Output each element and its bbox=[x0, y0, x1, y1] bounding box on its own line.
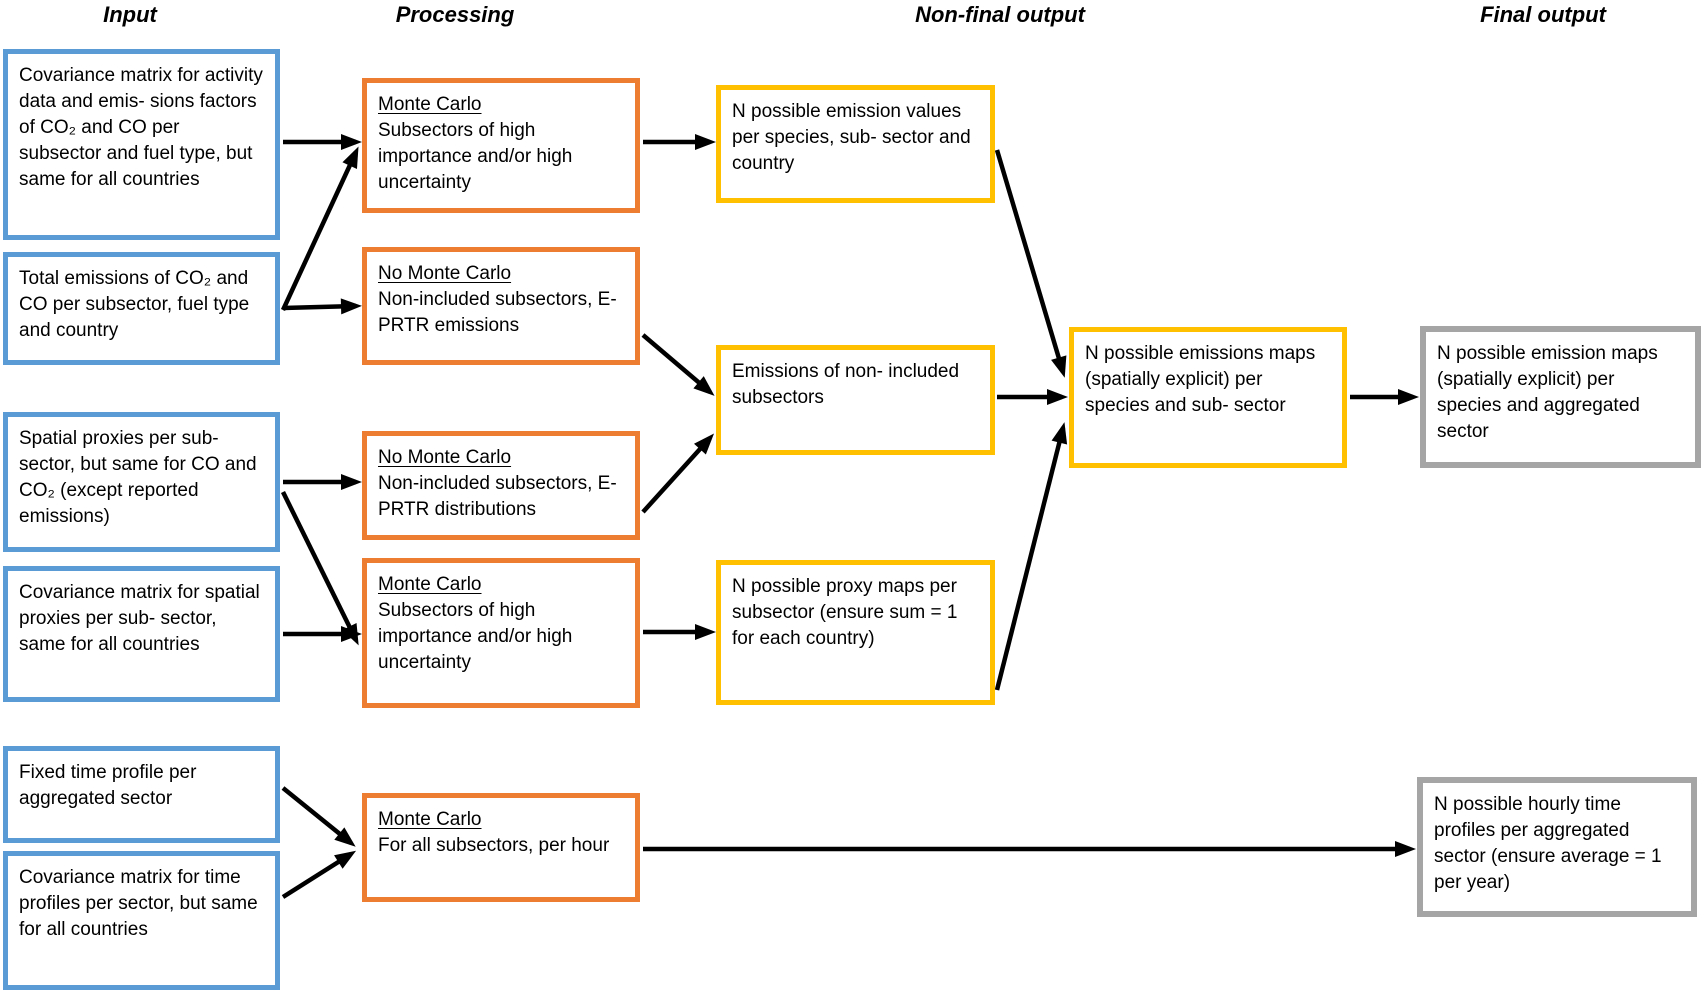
box-text: Covariance matrix for time profiles per … bbox=[19, 867, 258, 940]
box-text: Covariance matrix for activity data and … bbox=[19, 65, 263, 190]
arrow-o3-to-y2 bbox=[641, 433, 715, 514]
arrow-b6-to-o5 bbox=[281, 850, 357, 899]
processing-box-no-monte-carlo-distributions: No Monte Carlo Non-included subsectors, … bbox=[362, 431, 640, 540]
column-header-input: Input bbox=[103, 2, 157, 27]
box-text: N possible hourly time profiles per aggr… bbox=[1434, 794, 1662, 893]
arrow-b3-to-o4 bbox=[280, 491, 359, 646]
column-header-nonfinal-output: Non-final output bbox=[915, 2, 1085, 27]
box-text: N possible emission maps (spatially expl… bbox=[1437, 343, 1658, 442]
input-box-spatial-proxies: Spatial proxies per sub- sector, but sam… bbox=[3, 412, 280, 552]
arrow-y1-to-y4 bbox=[994, 149, 1067, 378]
box-title: No Monte Carlo bbox=[378, 447, 512, 468]
processing-box-monte-carlo-proxies: Monte Carlo Subsectors of high importanc… bbox=[362, 558, 640, 708]
box-text: Non-included subsectors, E-PRTR emission… bbox=[378, 289, 617, 336]
box-text: For all subsectors, per hour bbox=[378, 835, 610, 856]
processing-box-no-monte-carlo-emissions: No Monte Carlo Non-included subsectors, … bbox=[362, 247, 640, 365]
arrow-y3-to-y4 bbox=[994, 422, 1068, 691]
processing-box-monte-carlo-emissions: Monte Carlo Subsectors of high importanc… bbox=[362, 78, 640, 213]
input-box-covariance-spatial-proxies: Covariance matrix for spatial proxies pe… bbox=[3, 566, 280, 702]
box-text: Subsectors of high importance and/or hig… bbox=[378, 600, 573, 673]
input-box-covariance-time-profiles: Covariance matrix for time profiles per … bbox=[3, 851, 280, 990]
box-text: Spatial proxies per sub- sector, but sam… bbox=[19, 428, 257, 527]
input-box-total-emissions: Total emissions of CO₂ and CO per subsec… bbox=[3, 252, 280, 365]
box-text: Covariance matrix for spatial proxies pe… bbox=[19, 582, 260, 655]
final-box-emission-maps-aggregated: N possible emission maps (spatially expl… bbox=[1420, 326, 1701, 468]
nonfinal-box-emissions-maps: N possible emissions maps (spatially exp… bbox=[1069, 327, 1347, 468]
arrow-b2-to-o2 bbox=[282, 298, 362, 315]
box-title: Monte Carlo bbox=[378, 574, 482, 595]
arrow-b5-to-o5 bbox=[281, 786, 356, 847]
nonfinal-box-emission-values: N possible emission values per species, … bbox=[716, 85, 995, 203]
box-text: Non-included subsectors, E-PRTR distribu… bbox=[378, 473, 617, 520]
final-box-hourly-time-profiles: N possible hourly time profiles per aggr… bbox=[1417, 777, 1697, 917]
box-title: Monte Carlo bbox=[378, 94, 482, 115]
box-text: N possible proxy maps per subsector (ens… bbox=[732, 576, 958, 649]
column-header-processing: Processing bbox=[395, 2, 515, 27]
nonfinal-box-proxy-maps: N possible proxy maps per subsector (ens… bbox=[716, 560, 995, 705]
arrow-o2-to-y2 bbox=[641, 333, 715, 396]
box-text: N possible emissions maps (spatially exp… bbox=[1085, 343, 1316, 416]
arrow-b2-to-o1 bbox=[280, 146, 359, 311]
box-text: Total emissions of CO₂ and CO per subsec… bbox=[19, 268, 250, 341]
box-title: No Monte Carlo bbox=[378, 263, 512, 284]
box-text: Emissions of non- included subsectors bbox=[732, 361, 960, 408]
box-text: Subsectors of high importance and/or hig… bbox=[378, 120, 573, 193]
input-box-covariance-activity-emission-factors: Covariance matrix for activity data and … bbox=[3, 49, 280, 240]
input-box-fixed-time-profile: Fixed time profile per aggregated sector bbox=[3, 746, 280, 843]
box-text: Fixed time profile per aggregated sector bbox=[19, 762, 197, 809]
box-text: N possible emission values per species, … bbox=[732, 101, 971, 174]
box-title: Monte Carlo bbox=[378, 809, 482, 830]
nonfinal-box-emissions-nonincluded: Emissions of non- included subsectors bbox=[716, 345, 995, 455]
processing-box-monte-carlo-time-profiles: Monte Carlo For all subsectors, per hour bbox=[362, 793, 640, 902]
column-header-final-output: Final output bbox=[1480, 2, 1606, 27]
